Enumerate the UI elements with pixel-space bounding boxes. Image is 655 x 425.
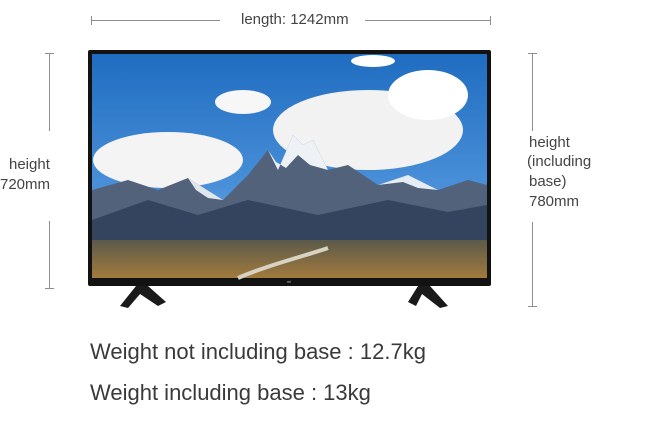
base-height-label-line-1: height <box>529 134 570 151</box>
base-height-line-bottom <box>532 222 533 306</box>
tv-screen <box>92 54 487 280</box>
height-label: height <box>9 156 50 173</box>
length-label: length: 1242mm <box>241 11 349 28</box>
base-height-label-line-2: (including <box>527 153 592 170</box>
base-height-value: 780mm <box>529 193 580 210</box>
base-height-label-line-3: base) <box>529 173 567 190</box>
length-tick-right <box>490 16 491 25</box>
tv-logo: mi <box>287 279 291 284</box>
height-line-top <box>49 53 50 131</box>
length-line-left <box>91 20 220 21</box>
base-height-line-top <box>532 53 533 131</box>
height-tick-bottom <box>45 288 54 289</box>
tv-image: mi <box>88 50 491 308</box>
base-height-tick-bottom <box>528 306 537 307</box>
weight-with-base: Weight including base : 13kg <box>90 380 371 405</box>
height-value: 720mm <box>0 176 51 193</box>
weight-without-base: Weight not including base : 12.7kg <box>90 339 426 364</box>
length-line-right <box>365 20 490 21</box>
tv-stand-left <box>120 286 166 308</box>
tv-stand-right <box>408 286 448 308</box>
height-line-bottom <box>49 221 50 288</box>
